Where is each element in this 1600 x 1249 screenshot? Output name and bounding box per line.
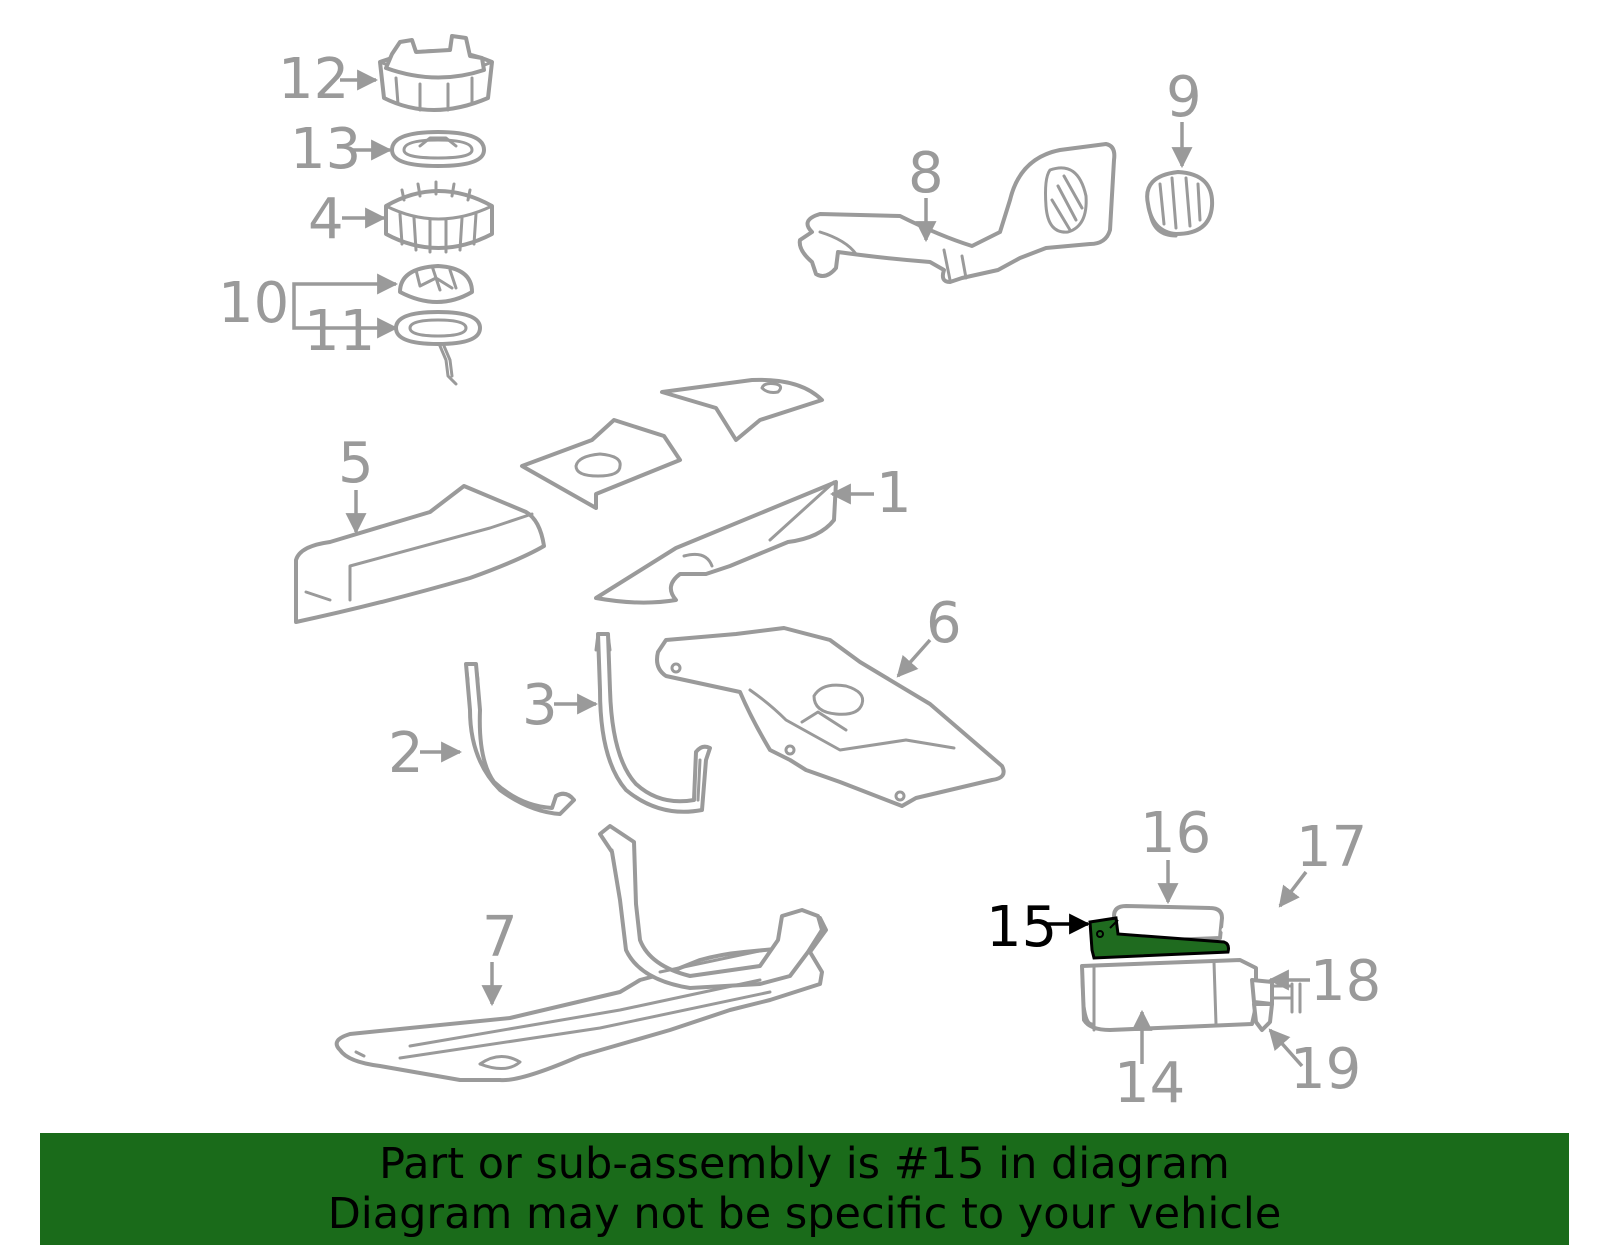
callout-9[interactable]: 9 [1166, 65, 1202, 130]
callout-18[interactable]: 18 [1310, 949, 1381, 1014]
callout-15[interactable]: 15 [986, 895, 1057, 960]
part-14-canister[interactable] [1080, 958, 1258, 1032]
part-11-seal[interactable] [394, 310, 482, 386]
part-13-gasket[interactable] [390, 130, 486, 168]
callout-11[interactable]: 11 [304, 299, 375, 364]
callout-19[interactable]: 19 [1290, 1037, 1361, 1102]
callout-numbers: 12 13 4 10 11 9 8 5 1 6 3 2 7 16 17 15 1… [218, 47, 1381, 1116]
callout-14[interactable]: 14 [1114, 1051, 1185, 1116]
part-3-strap[interactable] [594, 632, 712, 814]
part-16-bracket[interactable] [1112, 904, 1224, 944]
part-9-fuel-cap[interactable] [1145, 170, 1215, 238]
part-8-filler-neck[interactable] [797, 142, 1117, 284]
part-10-fuel-pump[interactable] [398, 264, 474, 304]
part-19-valve[interactable] [1252, 1002, 1274, 1032]
callout-5[interactable]: 5 [338, 431, 374, 496]
banner-line-part: Part or sub-assembly is #15 in diagram [379, 1139, 1230, 1189]
callout-7[interactable]: 7 [482, 905, 518, 970]
part-12-lock-ring[interactable] [378, 34, 494, 112]
part-shield-middle[interactable] [520, 418, 682, 510]
banner-line-disclaimer: Diagram may not be specific to your vehi… [327, 1189, 1282, 1239]
callout-4[interactable]: 4 [308, 187, 344, 252]
part-4-retainer[interactable] [384, 180, 494, 254]
callout-10[interactable]: 10 [218, 271, 289, 336]
callout-16[interactable]: 16 [1140, 801, 1211, 866]
part-17-hose[interactable] [1221, 906, 1288, 971]
callout-17[interactable]: 17 [1296, 815, 1367, 880]
callout-13[interactable]: 13 [290, 117, 361, 182]
part-5-heat-shield[interactable] [294, 484, 546, 624]
callout-2[interactable]: 2 [388, 721, 424, 786]
part-1-heat-shield[interactable] [594, 480, 838, 605]
info-banner: Part or sub-assembly is #15 in diagram D… [40, 1133, 1569, 1245]
callout-12[interactable]: 12 [278, 47, 349, 112]
callout-1[interactable]: 1 [876, 461, 912, 526]
callout-3[interactable]: 3 [522, 673, 558, 738]
callout-6[interactable]: 6 [926, 591, 962, 656]
part-2-strap[interactable] [464, 662, 576, 816]
callout-8[interactable]: 8 [908, 141, 944, 206]
part-7-crossmember[interactable] [334, 824, 828, 1083]
part-15-bracket-highlighted[interactable] [1088, 916, 1230, 960]
part-6-skid-plate[interactable] [655, 626, 1006, 808]
leader-lines [292, 69, 1310, 1068]
part-shield-upper[interactable] [660, 377, 824, 442]
